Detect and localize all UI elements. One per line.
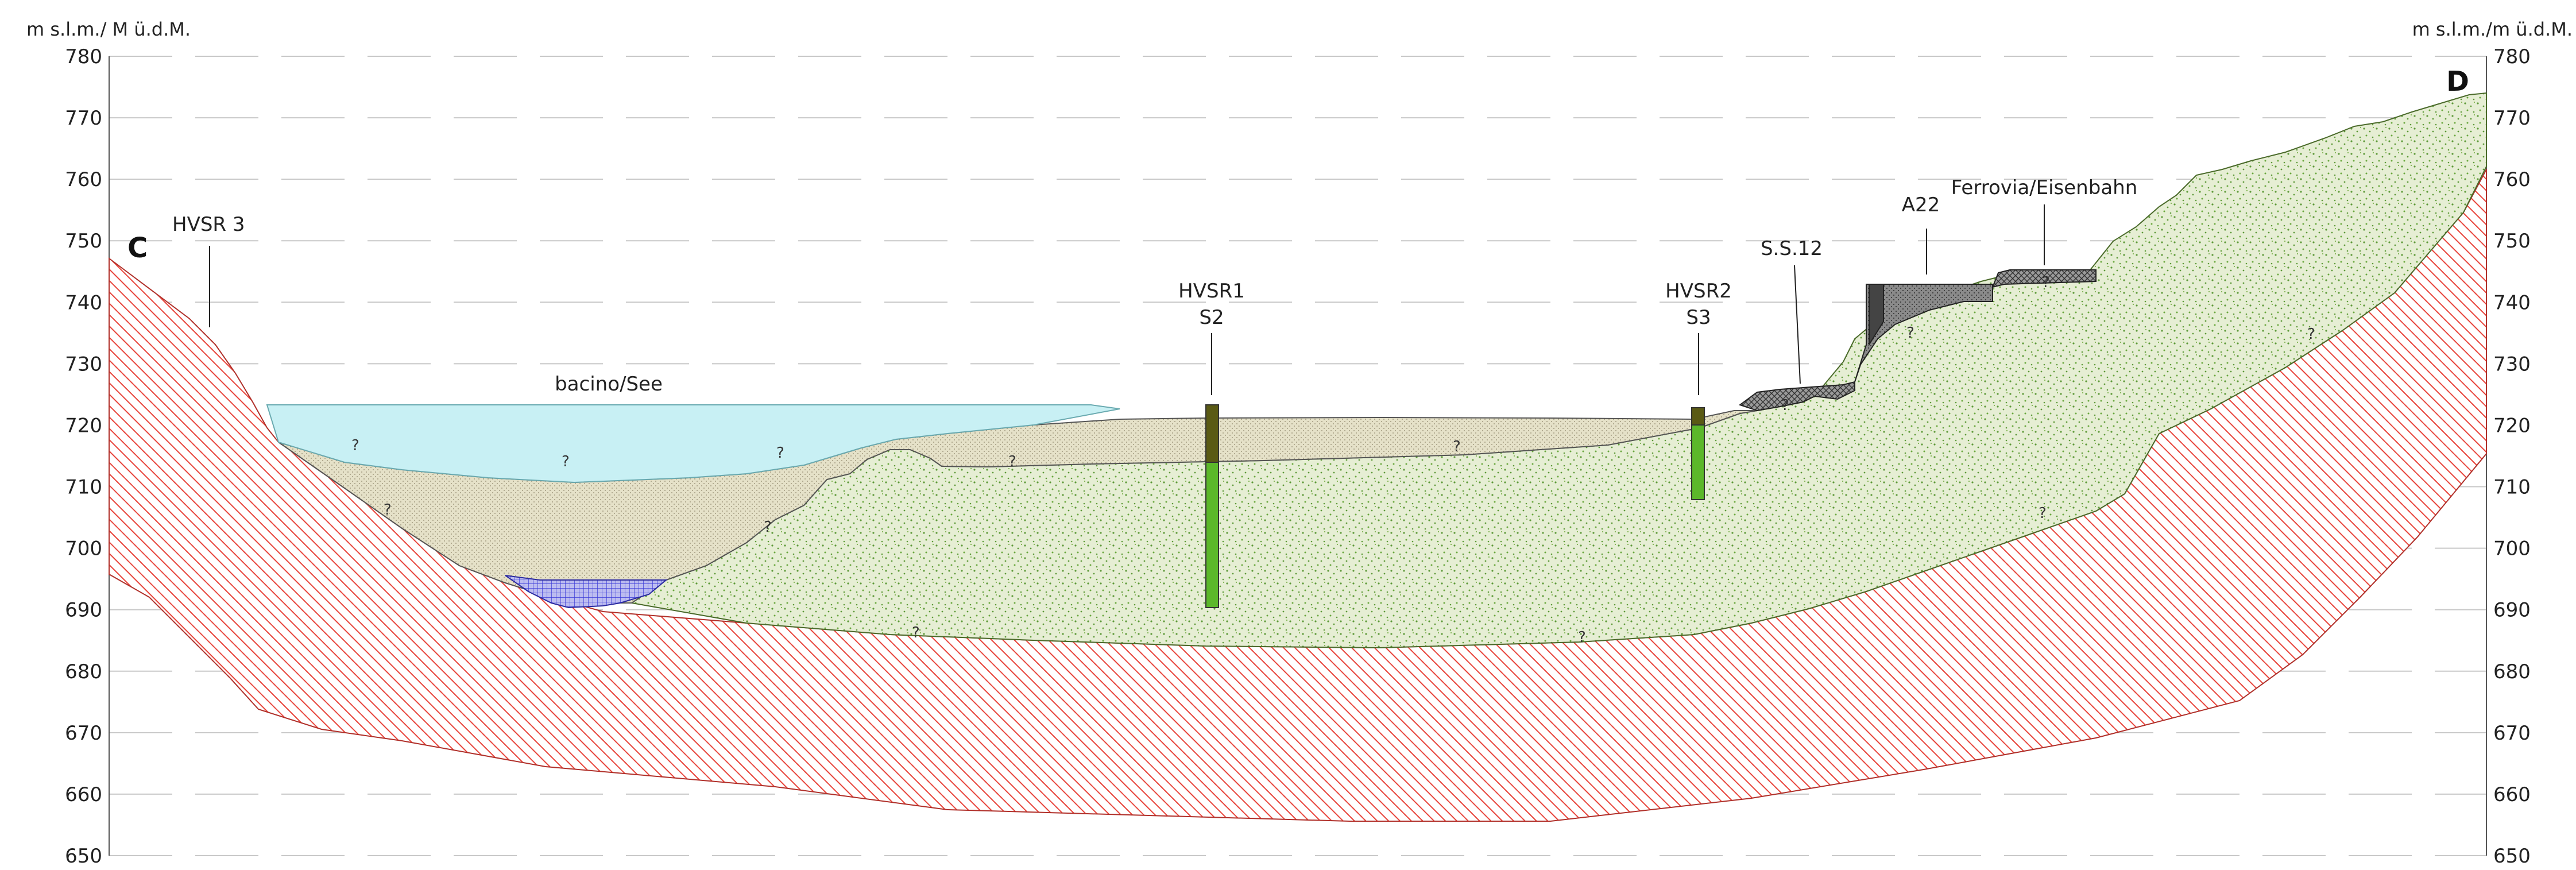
left-axis-unit: m s.l.m./ M ü.d.M. [26,18,191,40]
uncertain-mark: ? [1906,324,1914,342]
uncertain-boundary-marks: ? ? ? ? ? ? ? ? ? ? ? ? ? ? [351,274,2315,646]
hvsr2-label: HVSR2 [1665,280,1732,303]
left-tick-label: 760 [65,168,102,191]
a22-retaining-wall [1869,284,1884,347]
right-tick-label: 680 [2493,660,2531,683]
uncertain-mark: ? [2039,505,2047,522]
s3-label: S3 [1686,306,1711,329]
a22-embankment [1854,284,1993,382]
ss12-embankment [1738,381,1855,412]
right-tick-label: 750 [2493,230,2531,253]
uncertain-mark: ? [1453,438,1461,455]
right-tick-label: 660 [2493,783,2531,806]
left-tick-label: 730 [65,353,102,376]
left-tick-label: 750 [65,230,102,253]
left-tick-label: 780 [65,45,102,68]
left-tick-labels: 780 770 760 750 740 730 720 710 700 690 680 670 660 6… [65,45,102,868]
uncertain-mark: ? [1781,397,1789,414]
uncertain-mark: ? [1578,629,1586,646]
right-axis-unit: m s.l.m./m ü.d.M. [2412,18,2573,40]
right-tick-label: 700 [2493,538,2531,560]
hvsr1-label: HVSR1 [1178,280,1245,303]
borehole-s2-upper [1205,404,1219,463]
lake-water [266,404,1120,484]
right-tick-label: 690 [2493,599,2531,622]
uncertain-mark: ? [1008,453,1016,470]
left-tick-label: 650 [65,845,102,868]
right-tick-labels: 780 770 760 750 740 730 720 710 700 690 680 670 660 6… [2493,45,2531,868]
uncertain-mark: ? [562,453,570,470]
left-tick-label: 670 [65,722,102,745]
left-tick-label: 720 [65,414,102,437]
right-tick-label: 650 [2493,845,2531,868]
uncertain-mark: ? [912,624,920,641]
left-tick-label: 680 [65,660,102,683]
basal-channel-fill [505,575,668,609]
left-tick-label: 770 [65,107,102,130]
right-tick-label: 760 [2493,168,2531,191]
right-tick-label: 710 [2493,476,2531,499]
right-tick-label: 720 [2493,414,2531,437]
uncertain-mark: ? [384,501,392,519]
left-tick-label: 740 [65,291,102,314]
ss12-leader [1794,265,1801,384]
right-tick-label: 730 [2493,353,2531,376]
uncertain-mark: ? [2042,274,2050,291]
left-tick-label: 690 [65,599,102,622]
left-tick-label: 700 [65,538,102,560]
right-tick-label: 740 [2493,291,2531,314]
hvsr3-label: HVSR 3 [172,213,245,236]
borehole-s2-lower [1205,462,1219,608]
right-tick-label: 770 [2493,107,2531,130]
left-tick-label: 660 [65,783,102,806]
a22-label: A22 [1902,194,1940,216]
borehole-s3-lower [1691,424,1705,500]
endpoint-d: D [2446,65,2469,98]
uncertain-mark: ? [776,444,784,462]
uncertain-mark: ? [351,437,359,454]
uncertain-mark: ? [2307,326,2315,343]
railway-embankment [1991,269,2097,288]
s2-label: S2 [1199,306,1224,329]
right-tick-label: 670 [2493,722,2531,745]
left-tick-label: 710 [65,476,102,499]
right-tick-label: 780 [2493,45,2531,68]
lake-label: bacino/See [555,373,663,396]
railway-label: Ferrovia/Eisenbahn [1951,176,2138,199]
ss12-label: S.S.12 [1761,237,1823,260]
borehole-s3-upper [1691,407,1705,426]
endpoint-c: C [127,232,148,264]
uncertain-mark: ? [764,519,772,536]
